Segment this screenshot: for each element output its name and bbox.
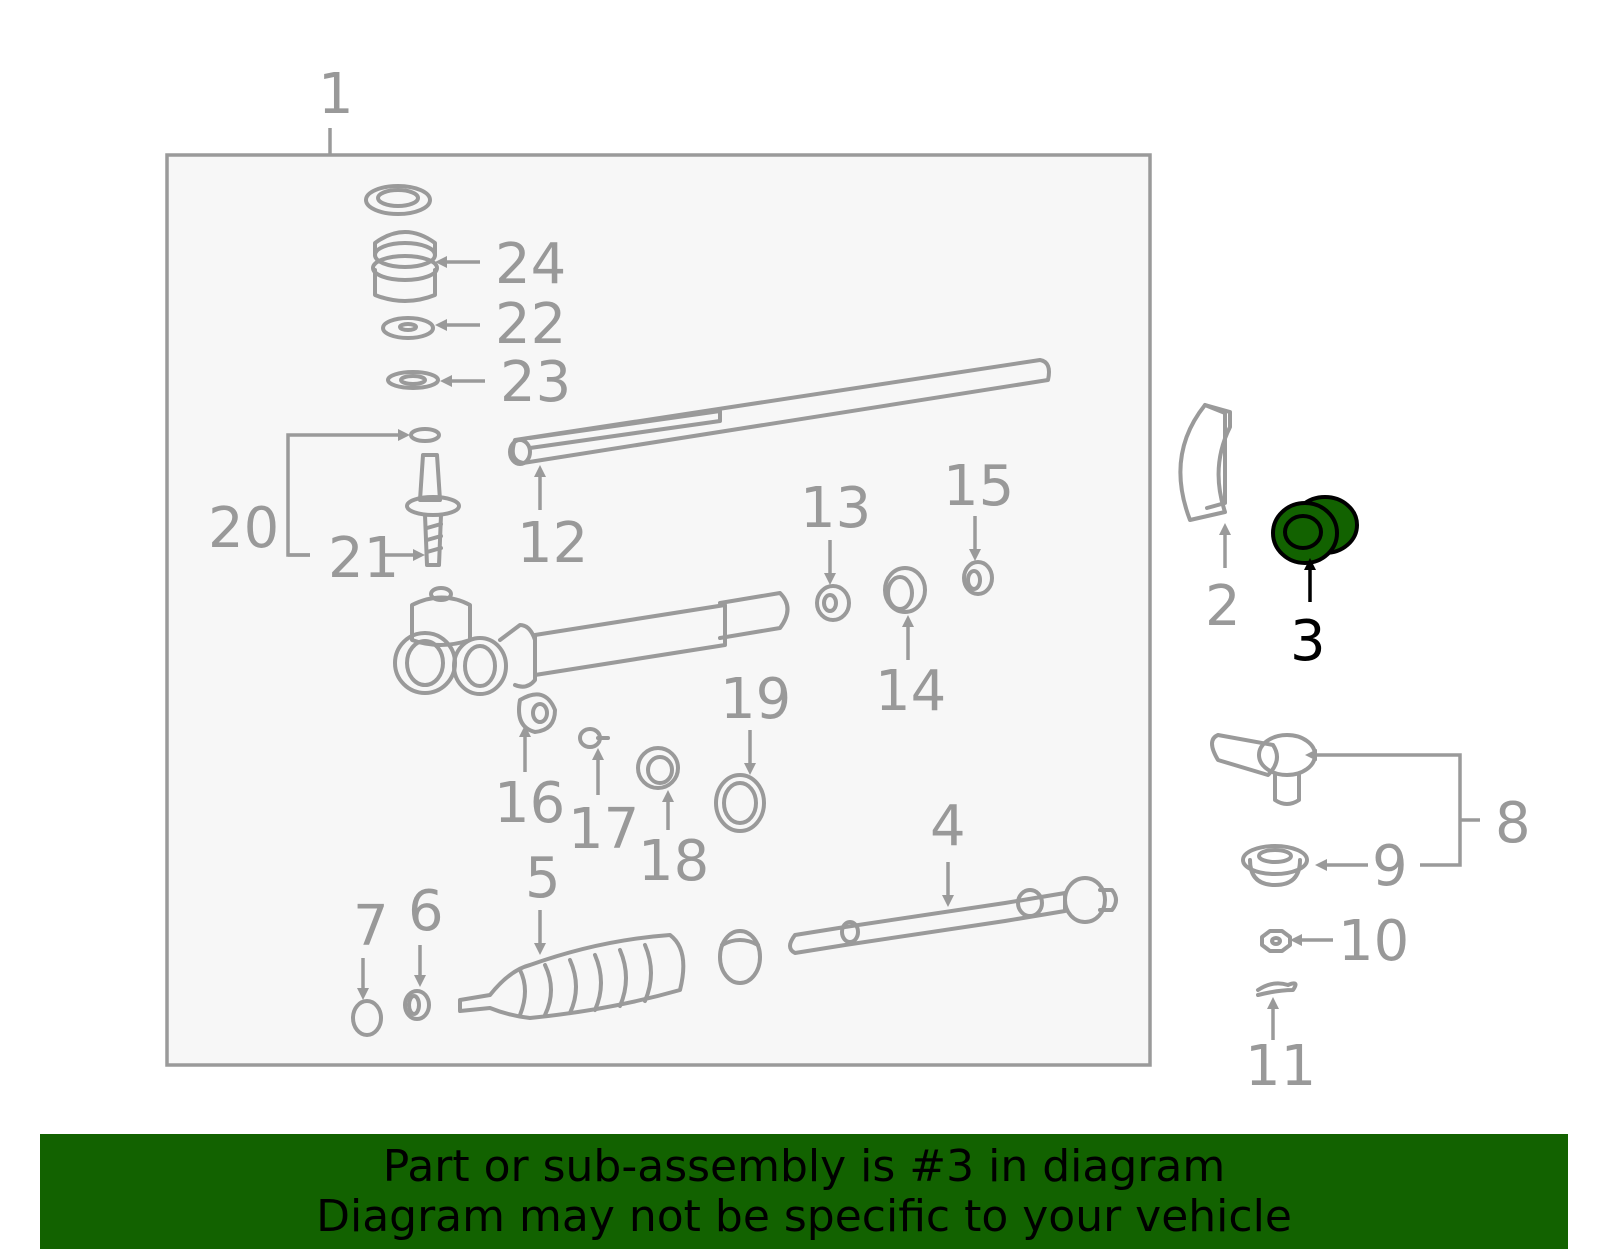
callout-22: 22 xyxy=(495,292,566,357)
callout-5: 5 xyxy=(525,846,561,911)
part-5-clamp[interactable] xyxy=(718,929,762,985)
part-10-nut[interactable] xyxy=(1260,929,1292,953)
part-14-bushing[interactable] xyxy=(883,566,927,614)
callout-24: 24 xyxy=(495,232,566,297)
callout-18: 18 xyxy=(638,829,709,894)
callout-21: 21 xyxy=(328,526,399,591)
callout-13: 13 xyxy=(800,476,871,541)
part-20-oring[interactable] xyxy=(409,427,441,443)
part-19-seal[interactable] xyxy=(714,773,766,833)
callout-8: 8 xyxy=(1495,791,1531,856)
part-5-boot[interactable] xyxy=(458,933,686,1020)
part-3-grommet-highlighted[interactable] xyxy=(1271,495,1359,565)
callout-2: 2 xyxy=(1205,574,1241,639)
part-6-clamp[interactable] xyxy=(403,989,431,1021)
callout-1: 1 xyxy=(318,62,354,127)
part-8-tie-rod-end[interactable] xyxy=(1210,733,1317,806)
banner-line-disclaimer: Diagram may not be specific to your vehi… xyxy=(316,1191,1292,1242)
part-2-bracket[interactable] xyxy=(1178,403,1232,522)
part-24-plug[interactable] xyxy=(364,184,439,303)
part-7-ring[interactable] xyxy=(351,999,383,1037)
callout-17: 17 xyxy=(568,797,639,862)
part-13-bushing[interactable] xyxy=(815,584,851,622)
callout-14: 14 xyxy=(875,659,946,724)
part-15-stopper[interactable] xyxy=(962,560,994,596)
callout-12: 12 xyxy=(517,511,588,576)
notice-banner: Part or sub-assembly is #3 in diagram Di… xyxy=(40,1134,1568,1249)
part-12-rack[interactable] xyxy=(508,358,1051,466)
part-9-seal[interactable] xyxy=(1241,844,1309,887)
part-17-bolt[interactable] xyxy=(578,727,610,749)
part-21-pinion[interactable] xyxy=(405,453,461,567)
callout-11: 11 xyxy=(1245,1034,1316,1099)
assembly-box xyxy=(165,153,1152,1067)
part-16-mount[interactable] xyxy=(517,692,557,734)
callout-10: 10 xyxy=(1338,909,1409,974)
callout-6: 6 xyxy=(408,879,444,944)
part-4-tie-rod[interactable] xyxy=(788,876,1118,955)
callout-7: 7 xyxy=(353,894,389,959)
part-18-plug[interactable] xyxy=(636,746,680,790)
callout-19: 19 xyxy=(720,667,791,732)
part-11-cotter-pin[interactable] xyxy=(1256,981,1298,997)
callout-16: 16 xyxy=(494,771,565,836)
part-23-ring[interactable] xyxy=(386,370,440,390)
callout-23: 23 xyxy=(500,350,571,415)
callout-15: 15 xyxy=(943,454,1014,519)
callout-3-selected: 3 xyxy=(1290,609,1326,674)
rack-housing[interactable] xyxy=(393,586,790,696)
banner-line-part-number: Part or sub-assembly is #3 in diagram xyxy=(382,1141,1226,1192)
callout-9: 9 xyxy=(1372,834,1408,899)
callout-4: 4 xyxy=(930,794,966,859)
callout-20: 20 xyxy=(208,496,279,561)
part-22-washer[interactable] xyxy=(381,316,435,340)
